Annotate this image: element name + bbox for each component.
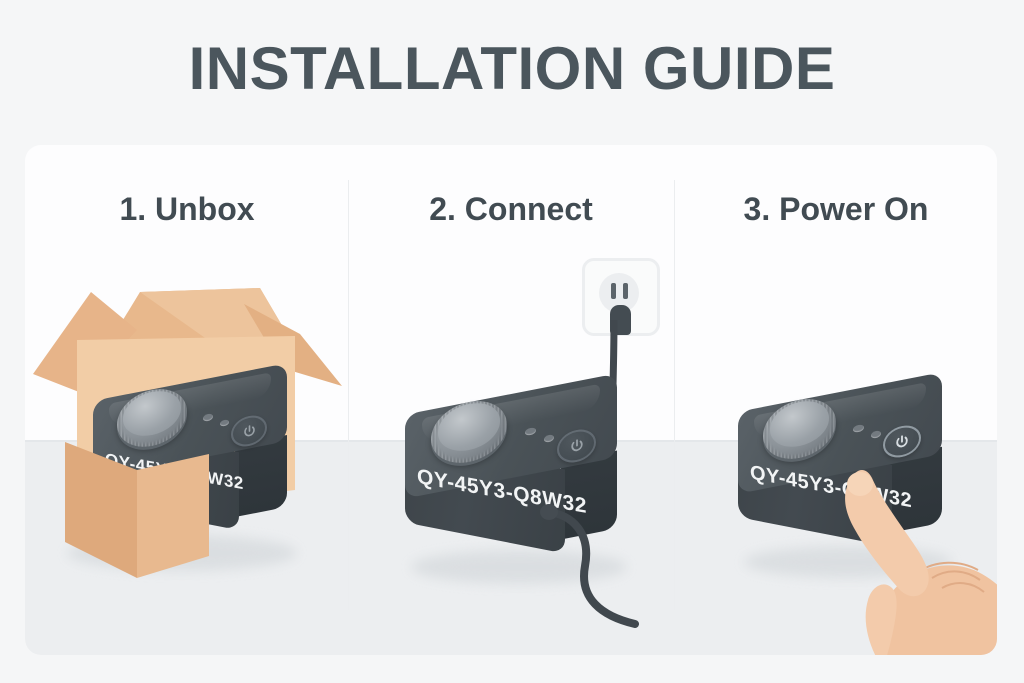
power-button[interactable] (557, 426, 596, 466)
step-panel-power-on: 3. Power On (674, 145, 997, 655)
device-unit-3[interactable]: QY-45Y3-Q8W32 (732, 372, 944, 564)
device-unit-2[interactable]: QY-45Y3-Q8W32 (399, 373, 619, 570)
scene-connect: QY-45Y3-Q8W32 (349, 250, 673, 650)
power-symbol-icon (243, 424, 255, 436)
scene-power-on: QY-45Y3-Q8W32 (674, 250, 997, 655)
step-panel-unbox: 1. Unbox (25, 145, 349, 655)
scene-unbox: QY-45Y3-Q8W32 (25, 250, 349, 650)
power-plug[interactable] (610, 305, 631, 335)
power-button[interactable] (883, 422, 921, 461)
step-title-unbox: 1. Unbox (119, 191, 255, 227)
outlet-slot-right (623, 283, 628, 299)
steps-card: 1. Unbox (25, 145, 997, 655)
step-title-power-on: 3. Power On (743, 191, 929, 227)
power-button[interactable] (231, 412, 267, 450)
device-unit-1[interactable]: QY-45Y3-Q8W32 (87, 363, 287, 548)
outlet-slot-left (611, 283, 616, 299)
step-panel-connect: 2. Connect (349, 145, 673, 655)
panel-divider-1 (348, 180, 349, 610)
wall-outlet[interactable] (582, 258, 660, 336)
page-title: INSTALLATION GUIDE (188, 35, 836, 102)
step-title-connect: 2. Connect (429, 191, 593, 227)
power-symbol-icon (570, 439, 583, 452)
box-front-panel (65, 442, 209, 578)
power-symbol-icon (896, 434, 908, 447)
panel-divider-2 (674, 180, 675, 610)
